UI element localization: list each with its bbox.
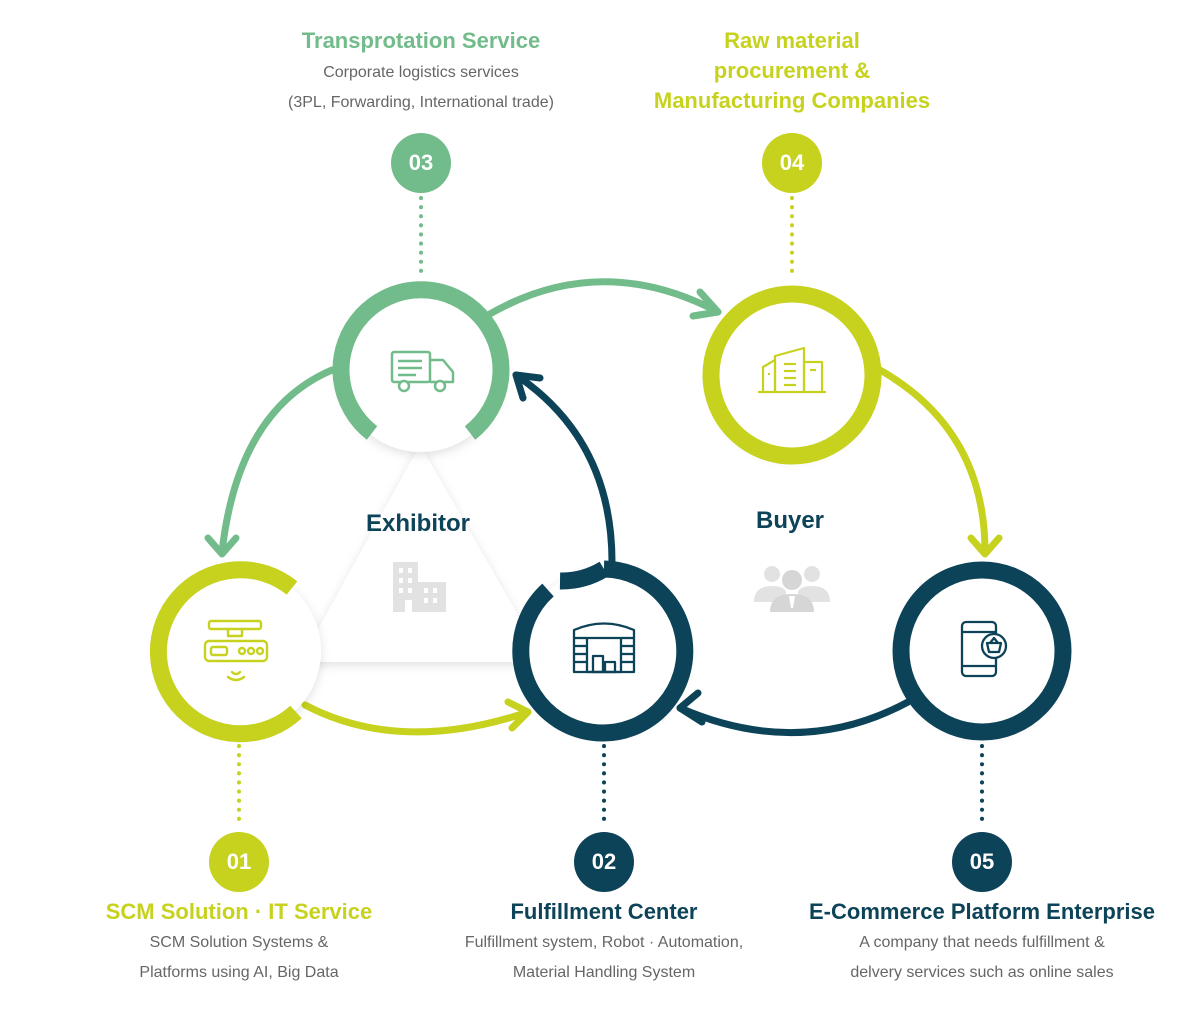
node-02-title: Fulfillment Center — [510, 899, 698, 924]
node-02-description: Fulfillment system, Robot · Automation, … — [464, 934, 744, 981]
node-01-circle — [149, 561, 321, 743]
arrow-03-to-01 — [218, 366, 336, 556]
arrowhead-03-to-04 — [689, 288, 722, 320]
exhibitor-label: Exhibitor — [365, 510, 470, 537]
node-03-circle — [332, 281, 510, 452]
building-icon — [393, 562, 446, 612]
arrow-02-to-03 — [512, 371, 616, 566]
exhibitor-triangle — [300, 445, 545, 662]
arrow-03-to-04 — [484, 278, 722, 319]
badge-02: 02 — [574, 832, 634, 892]
badge-04: 04 — [762, 133, 822, 193]
badge-01: 01 — [209, 832, 269, 892]
truck-icon — [390, 350, 455, 393]
node-01-title: SCM Solution · IT Service — [105, 899, 373, 924]
factory-icon — [758, 346, 826, 394]
node-04-circle — [702, 285, 882, 465]
arrow-05-to-02 — [676, 698, 912, 736]
badge-03: 03 — [391, 133, 451, 193]
arrowhead-01-to-02 — [504, 698, 532, 732]
flow-arrows — [204, 278, 1003, 736]
arrow-01-to-02 — [301, 701, 532, 736]
warehouse-icon — [572, 622, 636, 674]
scanner-icon — [203, 619, 269, 682]
node-01-description: SCM Solution Systems & Platforms using A… — [139, 934, 339, 981]
arrow-04-to-05 — [876, 366, 989, 556]
badge-05: 05 — [952, 832, 1012, 892]
buyer-label: Buyer — [755, 507, 825, 534]
node-02-circle — [512, 560, 694, 742]
mobile-shopping-icon — [960, 620, 1008, 678]
node-05-circle — [892, 561, 1072, 741]
arrowhead-02-to-03 — [512, 371, 544, 402]
arrowhead-04-to-05 — [967, 534, 1003, 558]
arrowhead-03-to-01 — [204, 534, 240, 558]
node-04-title: Raw material procurement & Manufacturing… — [653, 28, 931, 113]
people-icon — [754, 566, 830, 612]
node-03-description: Corporate logistics services (3PL, Forwa… — [288, 64, 554, 111]
node-05-description: A company that needs fulfillment & delve… — [850, 934, 1114, 981]
node-03-title: Transprotation Service — [301, 28, 541, 53]
node-05-title: E-Commerce Platform Enterprise — [809, 899, 1155, 924]
arrowhead-05-to-02 — [676, 689, 706, 726]
